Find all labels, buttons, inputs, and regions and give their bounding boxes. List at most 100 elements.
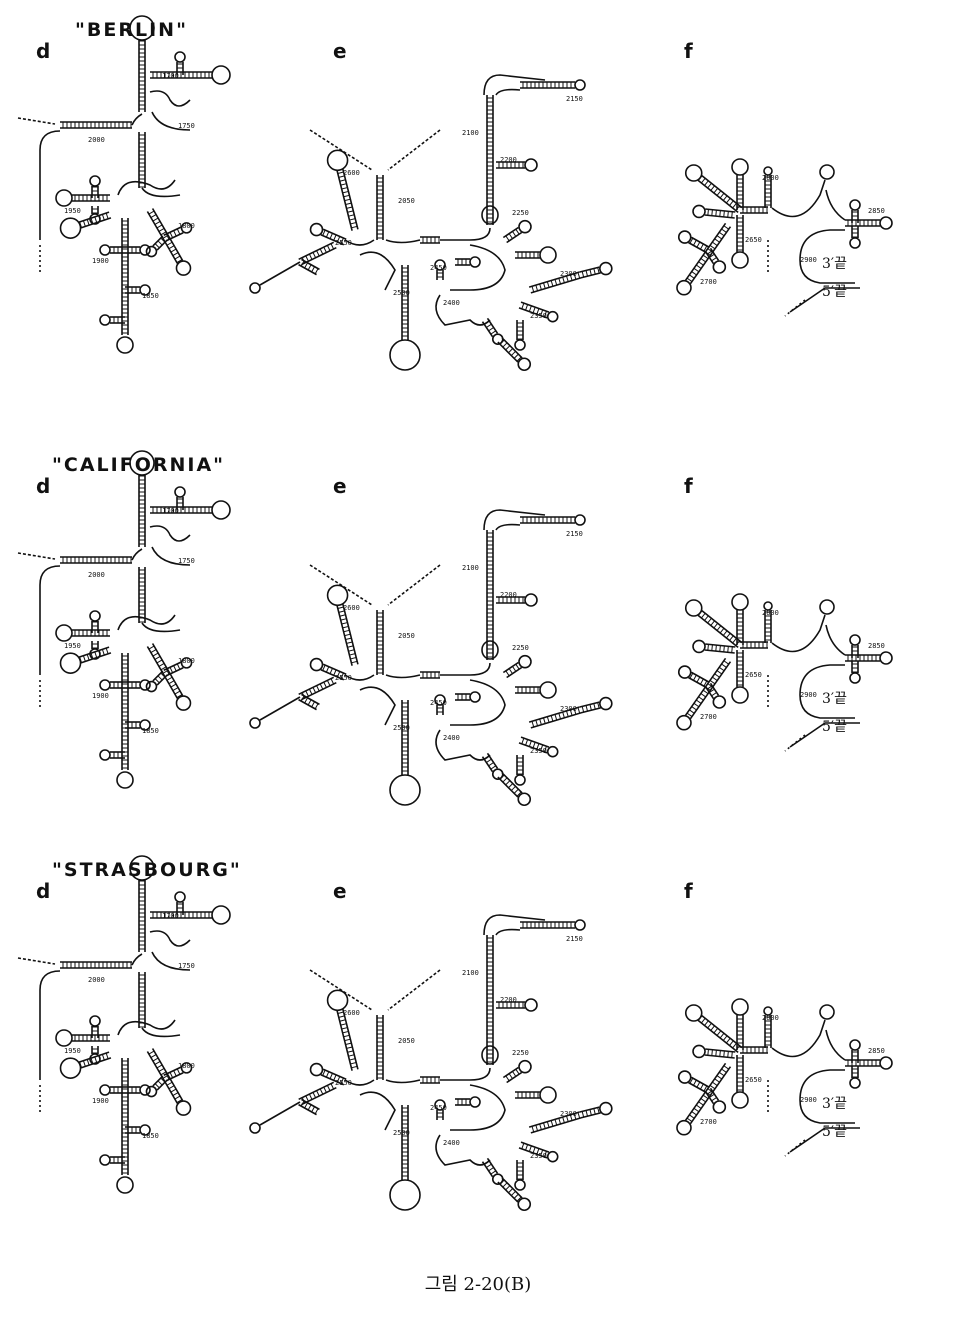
position-label: 2550 (335, 1079, 352, 1087)
panel-e: e 2150 2100 2200 2050 2250 2600 2550 2450 2300 250… (249, 879, 613, 1212)
position-label: 1850 (142, 1132, 159, 1140)
position-label: 2000 (88, 976, 105, 984)
figure-caption: 그림 2-20(B) (425, 1274, 532, 1295)
position-label: 1750 (178, 557, 195, 565)
position-label: 2900 (800, 256, 817, 264)
position-label: 2100 (462, 129, 479, 137)
position-label: 2900 (800, 691, 817, 699)
position-label: 1700 (162, 72, 179, 80)
panel-f: f 2800 2850 2650 2900 2700 3′끝 5′끝 (676, 39, 893, 317)
position-label: 2450 (430, 1104, 447, 1112)
position-label: 2550 (335, 674, 352, 682)
position-label: 2250 (512, 644, 529, 652)
position-label: 2250 (512, 209, 529, 217)
position-label: 2400 (443, 299, 460, 307)
three-prime-end-label: 3′끝 (822, 691, 847, 707)
five-prime-end-label: 5′끝 (822, 284, 847, 300)
position-label: 2500 (393, 289, 410, 297)
position-label: 2050 (398, 632, 415, 640)
position-label: 2350 (530, 1152, 547, 1160)
position-label: 2150 (566, 95, 583, 103)
position-label: 1750 (178, 122, 195, 130)
position-label: 2550 (335, 239, 352, 247)
position-label: 1800 (178, 1062, 195, 1070)
position-label: 2150 (566, 530, 583, 538)
position-label: 1900 (92, 692, 109, 700)
position-label: 2300 (560, 270, 577, 278)
position-label: 2900 (800, 1096, 817, 1104)
position-label: 2650 (745, 1076, 762, 1084)
position-label: 2500 (393, 724, 410, 732)
position-label: 2450 (430, 699, 447, 707)
structure-row: "CALIFORNIA"d 1700 1750 2000 1950 1800 1900 185… (17, 450, 893, 807)
position-label: 1800 (178, 657, 195, 665)
position-label: 2600 (343, 169, 360, 177)
panel-letter-e: e (333, 474, 347, 498)
position-label: 1750 (178, 962, 195, 970)
position-label: 2350 (530, 312, 547, 320)
position-label: 2150 (566, 935, 583, 943)
position-label: 1950 (64, 1047, 81, 1055)
position-label: 2700 (700, 713, 717, 721)
position-label: 2400 (443, 734, 460, 742)
panel-letter-e: e (333, 39, 347, 63)
position-label: 2050 (398, 197, 415, 205)
five-prime-end-label: 5′끝 (822, 1124, 847, 1140)
position-label: 2700 (700, 1118, 717, 1126)
panel-letter-d: d (36, 879, 50, 903)
position-label: 1800 (178, 222, 195, 230)
position-label: 2600 (343, 604, 360, 612)
position-label: 2600 (343, 1009, 360, 1017)
position-label: 2100 (462, 969, 479, 977)
panel-letter-d: d (36, 474, 50, 498)
position-label: 2500 (393, 1129, 410, 1137)
position-label: 1900 (92, 257, 109, 265)
position-label: 2650 (745, 671, 762, 679)
panel-f: f 2800 2850 2650 2900 2700 3′끝 5′끝 (676, 474, 893, 752)
panel-letter-f: f (684, 879, 693, 903)
panel-e: e215021002200205022502600255024502300250… (249, 474, 613, 807)
position-label: 2800 (762, 174, 779, 182)
position-label: 2800 (762, 609, 779, 617)
three-prime-end-label: 3′끝 (822, 1096, 847, 1112)
position-label: 1700 (162, 507, 179, 515)
panel-e: e 2150 2100 2200 2050 2250 2600 2550 2450 2300 250… (249, 39, 613, 372)
position-label: 2400 (443, 1139, 460, 1147)
position-label: 2000 (88, 571, 105, 579)
position-label: 1700 (162, 912, 179, 920)
structure-row: "BERLIN"d1700175020001950180019001850e21… (17, 15, 893, 372)
position-label: 1950 (64, 207, 81, 215)
position-label: 2200 (500, 996, 517, 1004)
position-label: 2300 (560, 705, 577, 713)
panel-d: d 1700 1750 2000 1950 1800 1900 1850 (17, 855, 231, 1194)
panel-d: d 1700 1750 2000 1950 1800 1900 1850 (17, 15, 231, 354)
position-label: 2850 (868, 207, 885, 215)
position-label: 2050 (398, 1037, 415, 1045)
panel-letter-f: f (684, 39, 693, 63)
row-title: "STRASBOURG" (52, 859, 242, 881)
position-label: 2350 (530, 747, 547, 755)
position-label: 2250 (512, 1049, 529, 1057)
position-label: 1850 (142, 292, 159, 300)
position-label: 2700 (700, 278, 717, 286)
three-prime-end-label: 3′끝 (822, 256, 847, 272)
position-label: 2000 (88, 136, 105, 144)
panel-letter-f: f (684, 474, 693, 498)
position-label: 2650 (745, 236, 762, 244)
position-label: 2450 (430, 264, 447, 272)
panel-letter-e: e (333, 879, 347, 903)
panel-letter-d: d (36, 39, 50, 63)
position-label: 2850 (868, 642, 885, 650)
row-title: "CALIFORNIA" (52, 454, 225, 476)
position-label: 1900 (92, 1097, 109, 1105)
position-label: 1850 (142, 727, 159, 735)
position-label: 2200 (500, 156, 517, 164)
structure-row: "STRASBOURG"d 1700 1750 2000 1950 1800 1900 185… (17, 855, 893, 1212)
position-label: 2850 (868, 1047, 885, 1055)
position-label: 2300 (560, 1110, 577, 1118)
five-prime-end-label: 5′끝 (822, 719, 847, 735)
position-label: 1950 (64, 642, 81, 650)
position-label: 2200 (500, 591, 517, 599)
